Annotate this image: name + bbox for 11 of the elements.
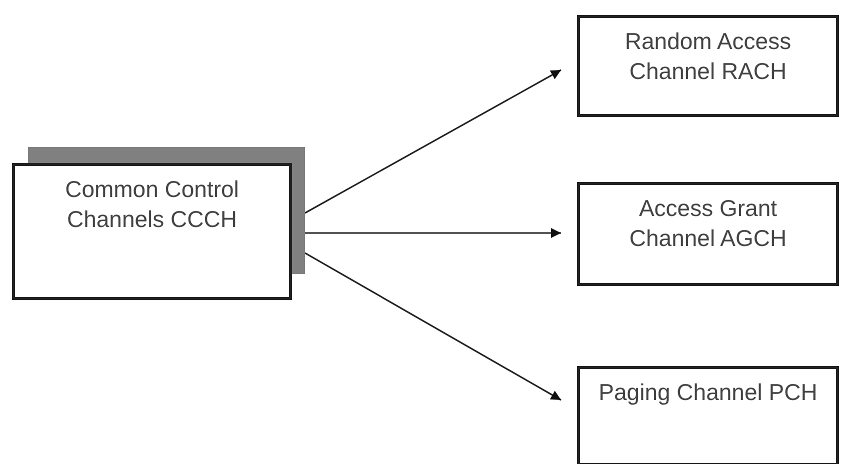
channel-label: Common Control Channels CCCH — [64, 175, 240, 234]
channel-box — [577, 182, 839, 286]
channel-label: Paging Channel PCH — [598, 378, 818, 407]
channel-box — [577, 366, 839, 464]
arrow — [304, 252, 562, 401]
channel-label: Access Grant Channel AGCH — [628, 194, 788, 253]
arrow — [304, 69, 562, 214]
channel-box — [12, 163, 292, 300]
channel-label: Random Access Channel RACH — [624, 27, 792, 86]
channel-box — [577, 15, 839, 117]
arrow — [305, 228, 561, 238]
